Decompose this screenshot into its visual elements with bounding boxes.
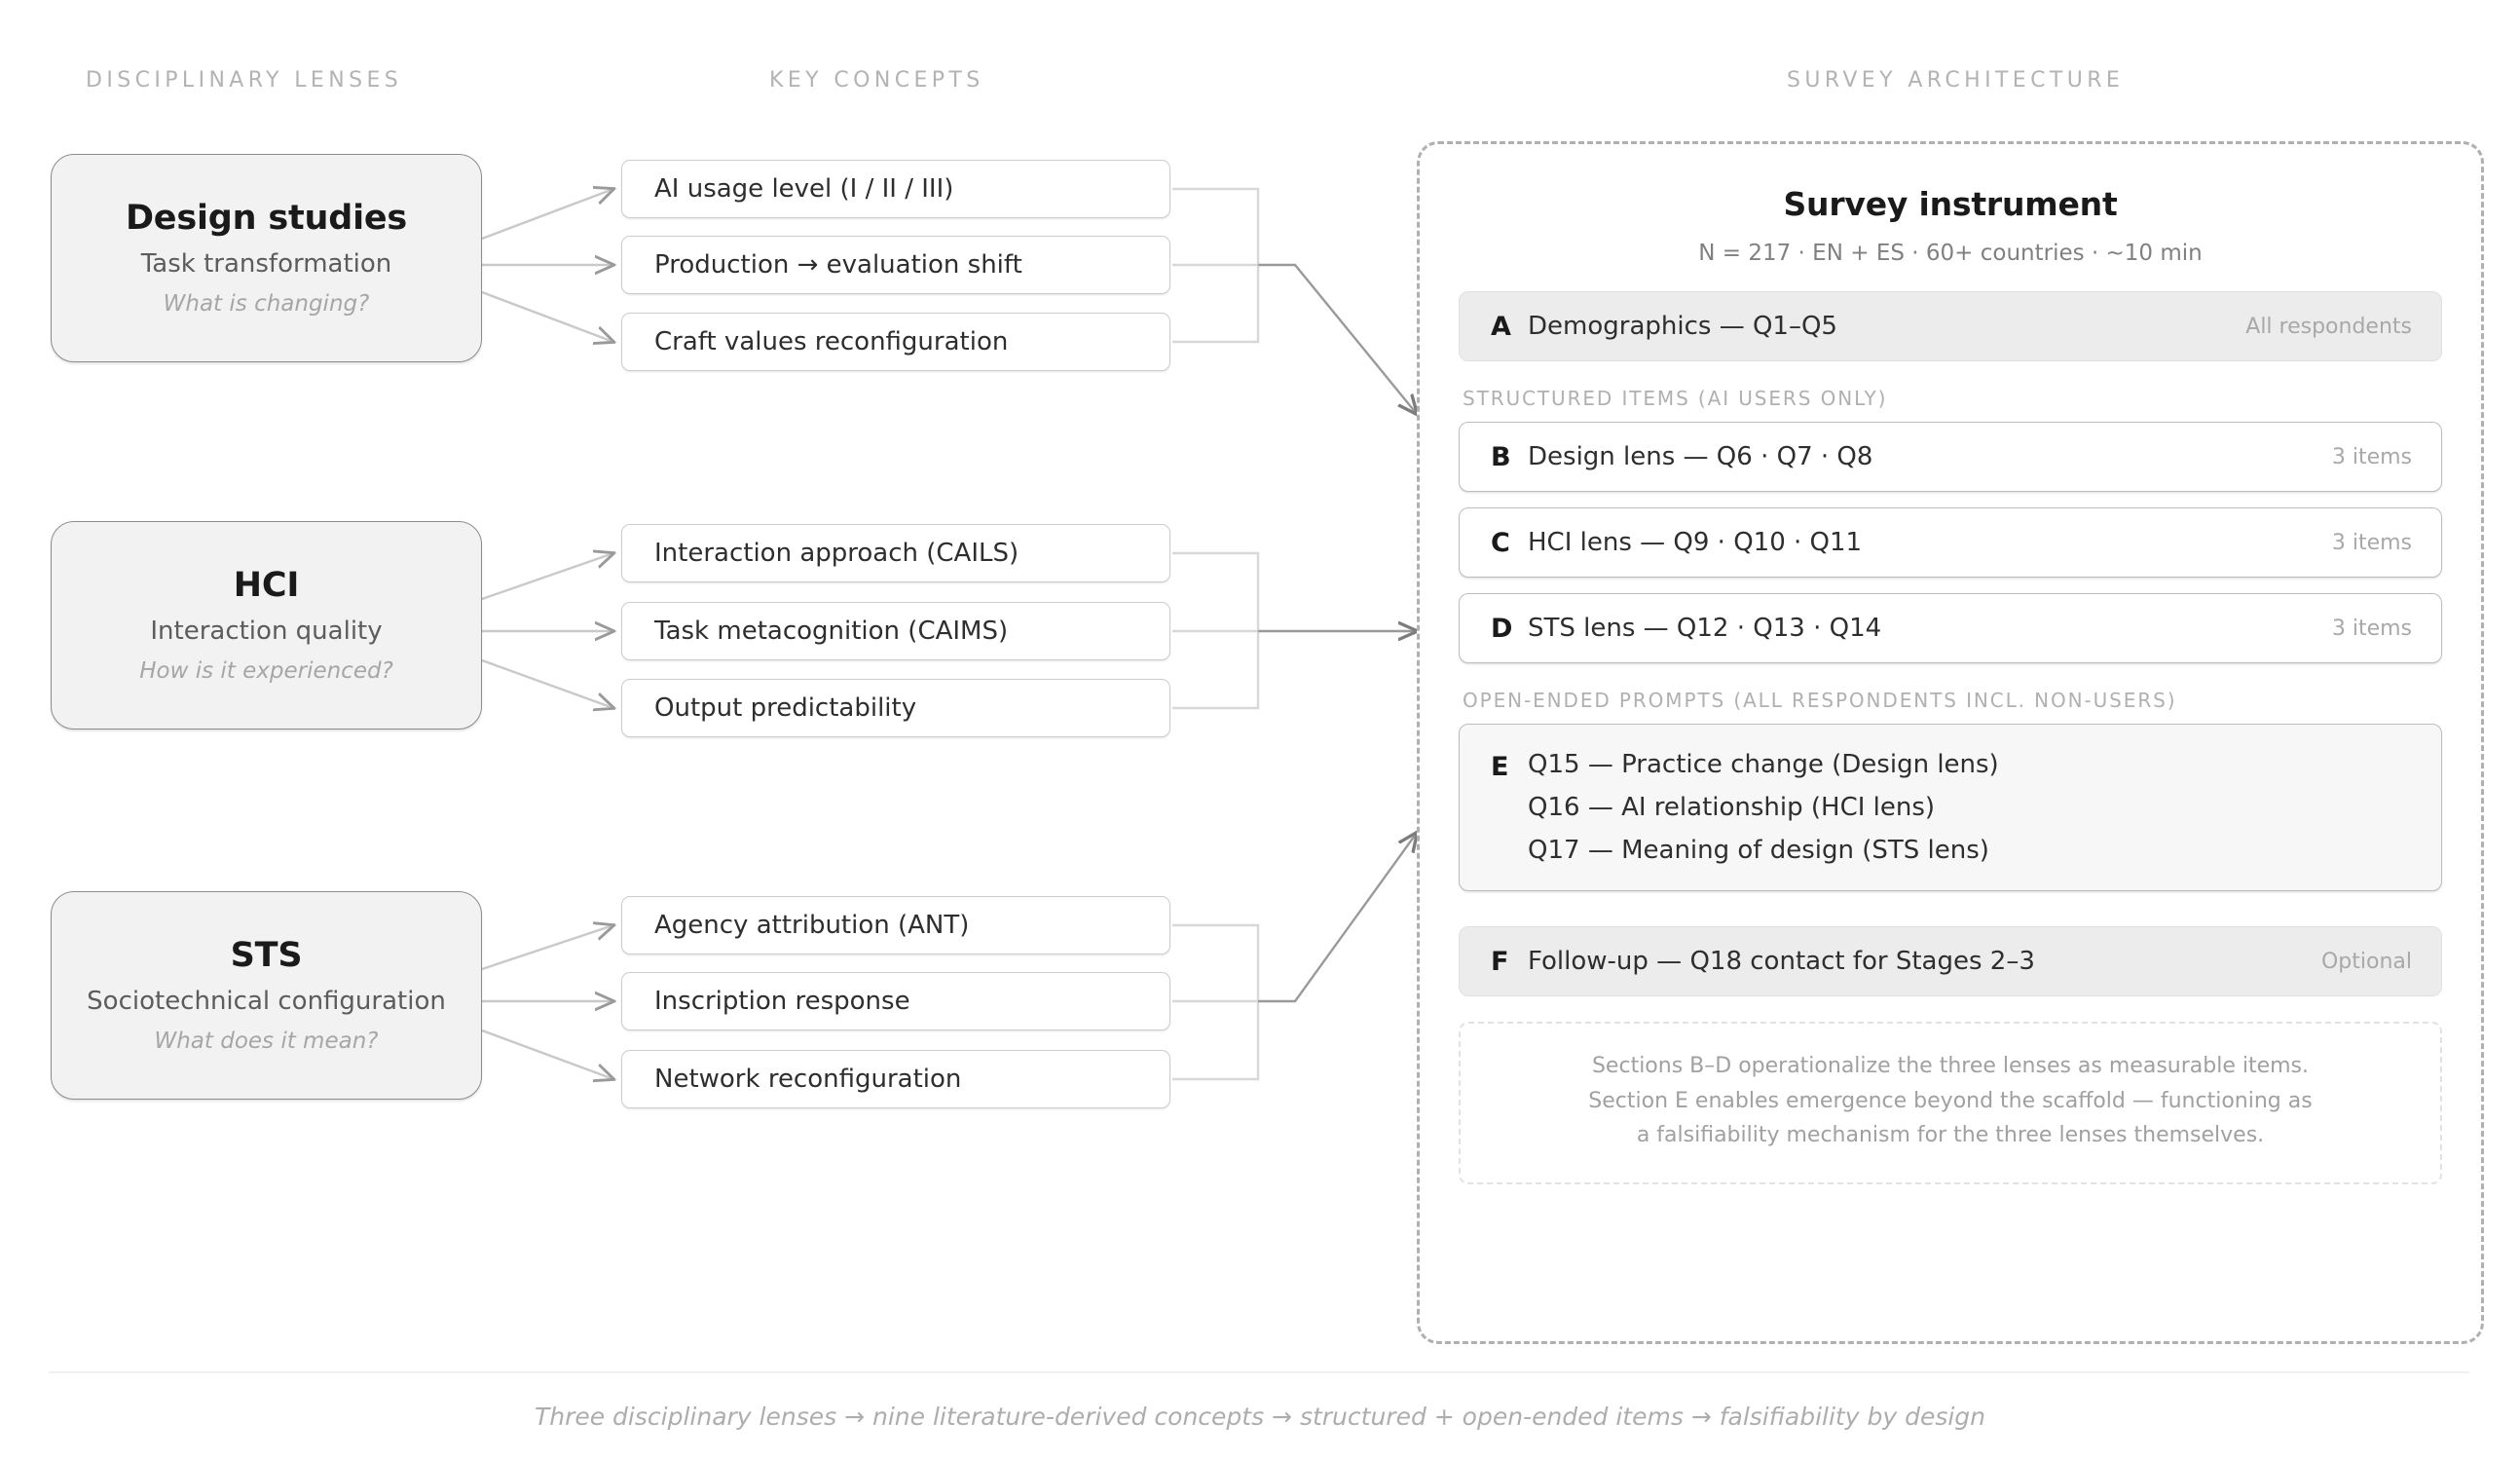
open-ended-item: Q17 — Meaning of design (STS lens) xyxy=(1528,836,1989,865)
survey-meta: N = 217 · EN + ES · 60+ countries · ~10 … xyxy=(1698,241,2203,266)
concept-box[interactable]: Network reconfiguration xyxy=(621,1050,1170,1108)
lens-card-sts[interactable]: STS Sociotechnical configuration What do… xyxy=(51,891,482,1100)
concept-box[interactable]: Interaction approach (CAILS) xyxy=(621,524,1170,582)
section-text: Design lens — Q6 · Q7 · Q8 xyxy=(1528,442,1873,471)
survey-rationale-note: Sections B–D operationalize the three le… xyxy=(1459,1022,2442,1184)
survey-section-b[interactable]: B Design lens — Q6 · Q7 · Q8 3 items xyxy=(1459,422,2442,492)
lens-subtitle: Sociotechnical configuration xyxy=(87,987,446,1017)
lens-question: What is changing? xyxy=(163,290,370,317)
lens-title: Design studies xyxy=(125,198,408,238)
wire-lens-design xyxy=(481,189,613,342)
lens-question: How is it experienced? xyxy=(139,657,393,684)
survey-section-f[interactable]: F Follow-up — Q18 contact for Stages 2–3… xyxy=(1459,926,2442,996)
section-text: STS lens — Q12 · Q13 · Q14 xyxy=(1528,614,1882,643)
note-line: a falsifiability mechanism for the three… xyxy=(1636,1123,2265,1148)
section-note: 3 items xyxy=(2331,616,2412,641)
column-header-survey-architecture: SURVEY ARCHITECTURE xyxy=(1787,68,2125,93)
survey-title: Survey instrument xyxy=(1783,185,2118,223)
survey-section-d[interactable]: D STS lens — Q12 · Q13 · Q14 3 items xyxy=(1459,593,2442,663)
figure-caption: Three disciplinary lenses → nine literat… xyxy=(534,1403,1986,1431)
concept-box[interactable]: Output predictability xyxy=(621,679,1170,737)
section-note: 3 items xyxy=(2331,444,2412,469)
wire-lens-hci xyxy=(481,553,613,708)
lens-title: HCI xyxy=(233,565,300,605)
lens-question: What does it mean? xyxy=(154,1028,379,1054)
survey-instrument-panel: Survey instrument N = 217 · EN + ES · 60… xyxy=(1417,141,2484,1344)
survey-section-a[interactable]: A Demographics — Q1–Q5 All respondents xyxy=(1459,291,2442,361)
concept-box[interactable]: Craft values reconfiguration xyxy=(621,313,1170,371)
section-letter: D xyxy=(1491,613,1513,644)
section-text: Demographics — Q1–Q5 xyxy=(1528,312,1837,341)
wire-bus-design xyxy=(1172,187,1260,344)
lens-subtitle: Task transformation xyxy=(140,249,392,280)
lens-title: STS xyxy=(230,935,303,975)
concept-box[interactable]: Agency attribution (ANT) xyxy=(621,896,1170,954)
wire-bus-design-arrow xyxy=(1258,263,1417,414)
section-note: 3 items xyxy=(2331,530,2412,555)
column-header-disciplinary-lenses: DISCIPLINARY LENSES xyxy=(86,68,403,93)
open-ended-item: Q16 — AI relationship (HCI lens) xyxy=(1528,793,1936,822)
group-label-structured: STRUCTURED ITEMS (AI USERS ONLY) xyxy=(1463,387,1888,410)
wire-bus-hci xyxy=(1172,551,1260,710)
survey-section-e[interactable]: E Q15 — Practice change (Design lens) Q1… xyxy=(1459,724,2442,891)
section-letter: A xyxy=(1491,311,1511,342)
column-header-key-concepts: KEY CONCEPTS xyxy=(769,68,984,93)
survey-section-c[interactable]: C HCI lens — Q9 · Q10 · Q11 3 items xyxy=(1459,507,2442,578)
lens-card-design-studies[interactable]: Design studies Task transformation What … xyxy=(51,154,482,362)
concept-box[interactable]: Inscription response xyxy=(621,972,1170,1030)
section-note: Optional xyxy=(2320,949,2412,974)
note-line: Sections B–D operationalize the three le… xyxy=(1591,1054,2310,1078)
section-letter: F xyxy=(1491,946,1509,977)
lens-subtitle: Interaction quality xyxy=(150,617,383,647)
group-label-open-ended: OPEN-ENDED PROMPTS (ALL RESPONDENTS INCL… xyxy=(1463,689,2177,712)
section-letter: E xyxy=(1491,752,1509,782)
concept-box[interactable]: Task metacognition (CAIMS) xyxy=(621,602,1170,660)
footer-divider xyxy=(49,1371,2469,1373)
section-text: Follow-up — Q18 contact for Stages 2–3 xyxy=(1528,947,2035,976)
wire-bus-sts xyxy=(1172,923,1260,1081)
wire-bus-sts-arrow xyxy=(1258,833,1417,1003)
section-letter: C xyxy=(1491,527,1510,558)
note-line: Section E enables emergence beyond the s… xyxy=(1588,1088,2313,1113)
concept-box[interactable]: AI usage level (I / II / III) xyxy=(621,160,1170,218)
lens-card-hci[interactable]: HCI Interaction quality How is it experi… xyxy=(51,521,482,730)
section-note: All respondents xyxy=(2245,314,2412,339)
section-text: HCI lens — Q9 · Q10 · Q11 xyxy=(1528,528,1863,557)
wire-lens-sts xyxy=(481,925,613,1079)
concept-box[interactable]: Production → evaluation shift xyxy=(621,236,1170,294)
section-letter: B xyxy=(1491,441,1511,472)
open-ended-item: Q15 — Practice change (Design lens) xyxy=(1528,750,1999,779)
